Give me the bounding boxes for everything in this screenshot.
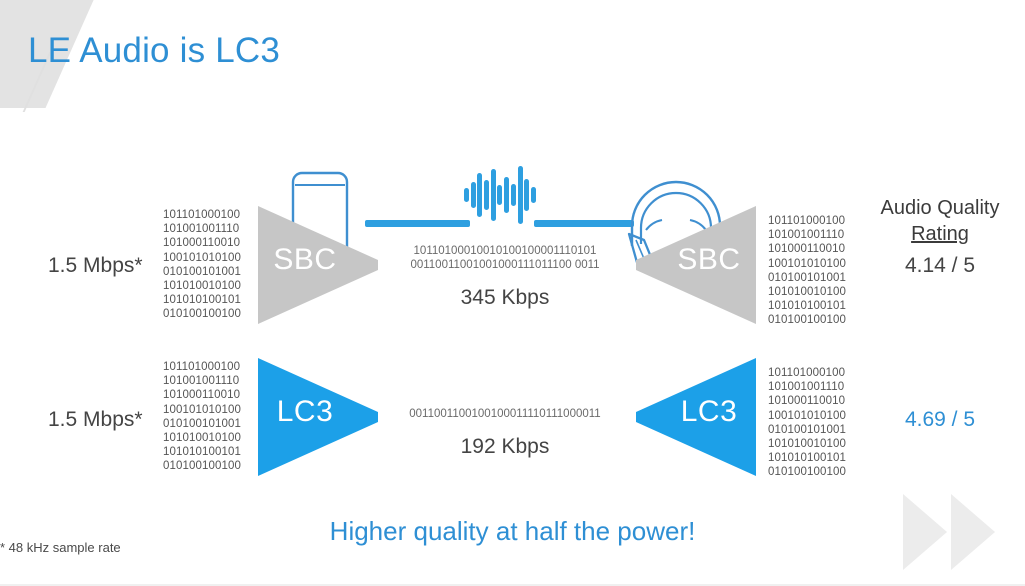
audio-waveform-icon <box>464 163 536 227</box>
rating-value-lc3: 4.69 / 5 <box>904 408 976 431</box>
codec-row-lc3: 1.5 Mbps* 101101000100 101001001110 1010… <box>0 352 1025 482</box>
waveform-bar <box>490 169 496 221</box>
waveform-bar <box>470 182 476 208</box>
transmitted-stream-sbc: 10110100010010100100001110101 0011001100… <box>385 244 625 310</box>
stream-bitstream-text: 0011001100100100011110111000011 <box>409 408 601 420</box>
connection-line-right <box>534 220 634 227</box>
stream-bitstream-text: 10110100010010100100001110101 0011001100… <box>410 245 600 271</box>
device-illustration-row <box>0 78 1025 271</box>
chevron-right-icon <box>951 494 995 570</box>
input-rate-label: 1.5 Mbps* <box>48 408 143 431</box>
decoder-label: LC3 <box>680 395 738 428</box>
encoder-wedge-lc3: LC3 <box>258 356 378 478</box>
input-bitstream-text: 101101000100 101001001110 101000110010 1… <box>163 361 241 473</box>
encoder-wedge-sbc: SBC <box>258 204 378 326</box>
rating-heading-line1: Audio Quality <box>880 197 1000 219</box>
decoder-wedge-sbc: SBC <box>636 204 756 326</box>
waveform-bar <box>504 177 510 213</box>
rating-value-sbc: 4.14 / 5 <box>904 254 976 277</box>
stream-bitrate-label: 345 Kbps <box>460 286 550 309</box>
waveform-bar <box>477 173 483 217</box>
bottom-divider <box>0 584 1025 586</box>
connection-line-left <box>365 220 470 227</box>
output-bitstream-text: 101101000100 101001001110 101000110010 1… <box>768 367 846 479</box>
waveform-bar <box>524 179 530 211</box>
audio-quality-rating-heading: Audio Quality Rating <box>855 195 1025 247</box>
encoder-label: SBC <box>273 243 337 276</box>
waveform-bar <box>484 180 490 210</box>
waveform-bar <box>530 187 536 203</box>
input-bitstream-text: 101101000100 101001001110 101000110010 1… <box>163 209 241 321</box>
waveform-bar <box>517 166 523 224</box>
rating-heading-line2: Rating <box>911 223 969 245</box>
page-title: LE Audio is LC3 <box>28 31 281 70</box>
output-bitstream-text: 101101000100 101001001110 101000110010 1… <box>768 215 846 327</box>
waveform-bar <box>497 185 503 205</box>
decorative-chevrons <box>903 494 1003 574</box>
decoder-label: SBC <box>677 243 741 276</box>
chevron-right-icon <box>903 494 947 570</box>
input-rate-label: 1.5 Mbps* <box>48 254 143 277</box>
encoder-label: LC3 <box>276 395 334 428</box>
footnote: * 48 kHz sample rate <box>0 540 121 555</box>
stream-bitrate-label: 192 Kbps <box>460 435 550 458</box>
decoder-wedge-lc3: LC3 <box>636 356 756 478</box>
transmitted-stream-lc3: 0011001100100100011110111000011 192 Kbps <box>385 407 625 459</box>
codec-row-sbc: 1.5 Mbps* 101101000100 101001001110 1010… <box>0 200 1025 330</box>
waveform-bar <box>510 184 516 206</box>
tagline: Higher quality at half the power! <box>329 516 696 546</box>
waveform-bar <box>464 188 469 202</box>
